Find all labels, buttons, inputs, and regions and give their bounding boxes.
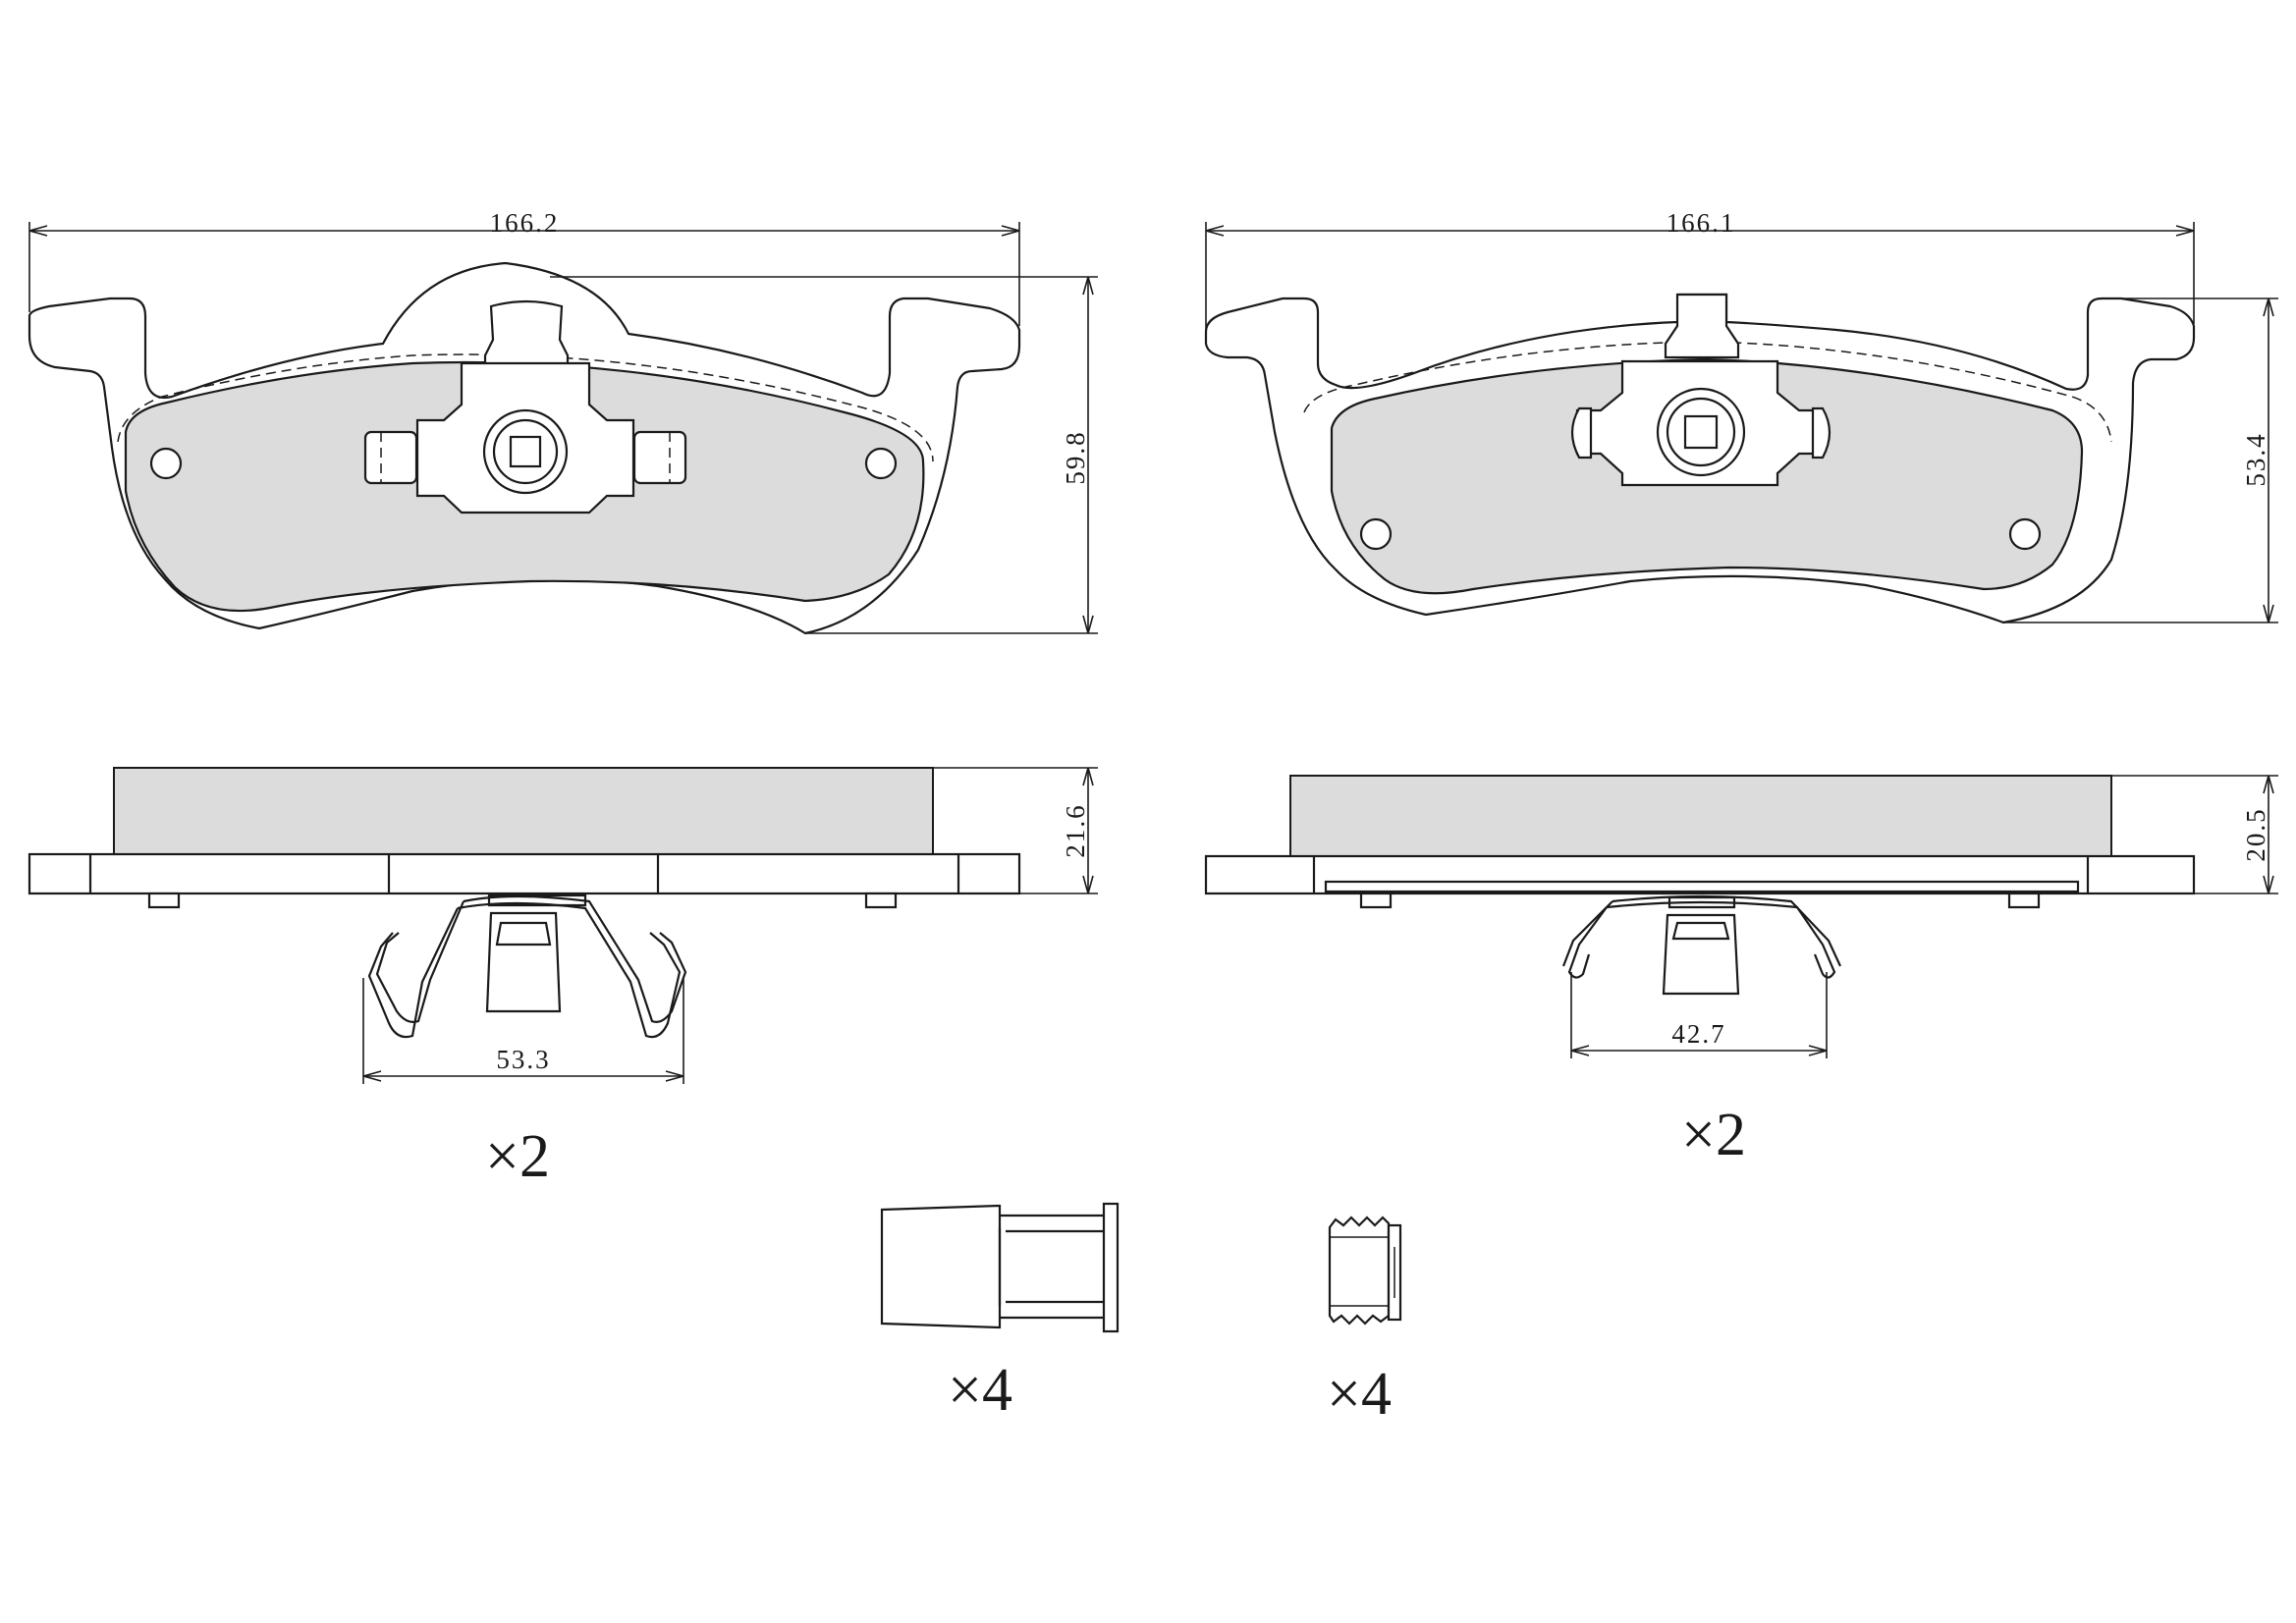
pad-a-height-label: 59.8: [1061, 430, 1090, 484]
small-sleeve-quantity: ×4: [1327, 1361, 1392, 1428]
large-sleeve-quantity: ×4: [948, 1357, 1012, 1424]
pad-b-top-view: [1204, 293, 2196, 624]
pad-a-thickness-dimension: 21.6: [933, 767, 1098, 894]
pad-b-side-view: [1204, 775, 2196, 996]
clip-a-width-dimension: 53.3: [362, 978, 684, 1084]
clip-b-width-label: 42.7: [1671, 1019, 1725, 1049]
pad-b-spring-clip: [1561, 894, 1841, 996]
pad-a-side-view: [27, 767, 1021, 1039]
pad-b-width-label: 166.1: [1667, 208, 1736, 238]
small-sleeve: [1328, 1216, 1402, 1325]
pad-b-thickness-dimension: 20.5: [2111, 775, 2278, 894]
pad-a-width-label: 166.2: [490, 208, 560, 238]
pad-a-thickness-label: 21.6: [1061, 803, 1090, 857]
pad-a-quantity: ×2: [485, 1123, 550, 1190]
pad-b-width-dimension: 166.1: [1205, 208, 2195, 330]
clip-b-width-dimension: 42.7: [1570, 972, 1828, 1058]
pad-a-height-dimension: 59.8: [550, 276, 1098, 634]
large-sleeve: [880, 1202, 1120, 1333]
pad-a-spring-clip: [367, 893, 687, 1039]
pad-b-thickness-label: 20.5: [2241, 807, 2270, 861]
pad-a-top-view: [27, 261, 1021, 635]
pad-b-quantity: ×2: [1681, 1102, 1746, 1168]
pad-b-height-dimension: 53.4: [2003, 298, 2278, 623]
pad-a-width-dimension: 166.2: [28, 208, 1020, 326]
pad-b-height-label: 53.4: [2241, 432, 2270, 486]
clip-a-width-label: 53.3: [496, 1045, 550, 1074]
